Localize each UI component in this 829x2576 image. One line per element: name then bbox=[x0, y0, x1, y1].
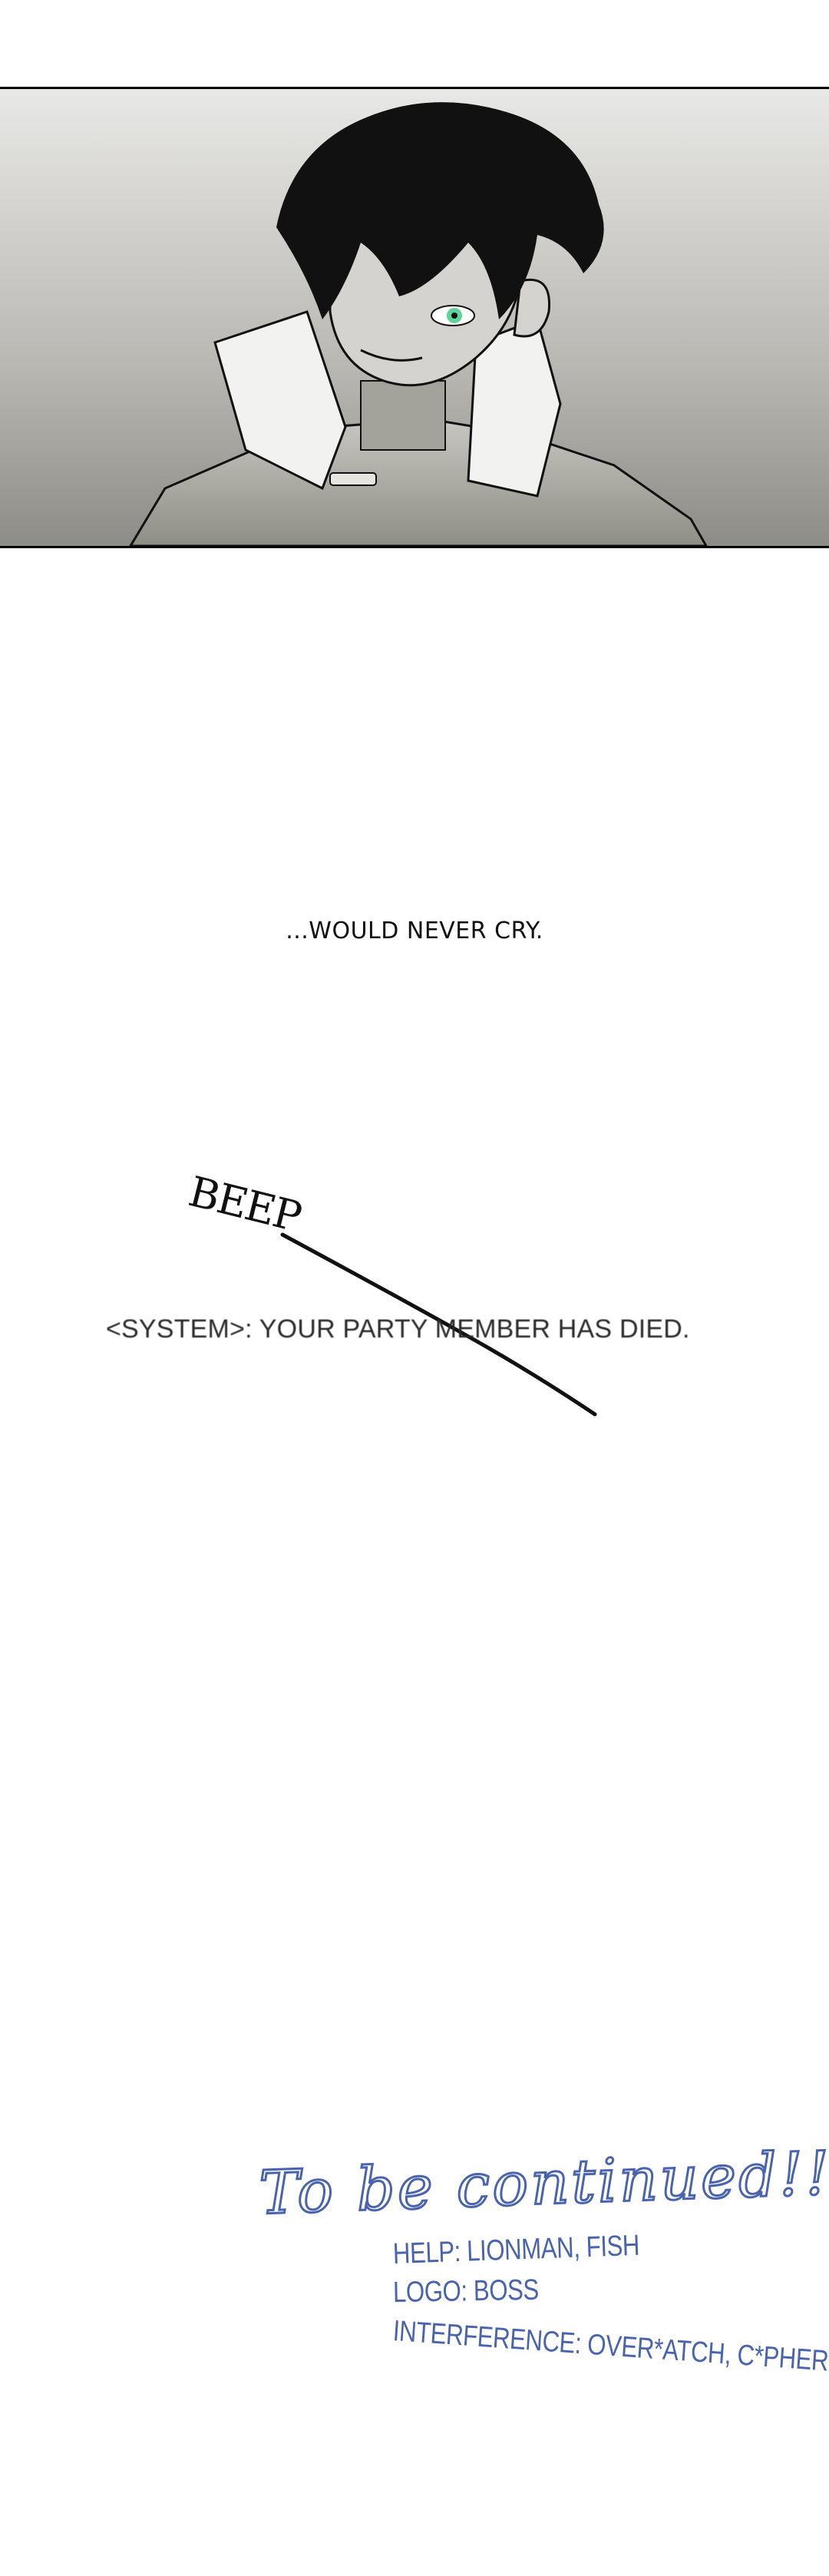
comic-panel bbox=[0, 87, 829, 548]
to-be-continued-title: To be continued!! bbox=[257, 2138, 829, 2229]
sfx-line bbox=[280, 1232, 597, 1417]
system-message: <SYSTEM>: YOUR PARTY MEMBER HAS DIED. bbox=[106, 1314, 690, 1344]
character-illustration bbox=[0, 89, 829, 546]
credit-logo: LOGO: BOSS bbox=[392, 2273, 540, 2309]
narration-caption: ...WOULD NEVER CRY. bbox=[286, 918, 543, 944]
credit-help: HELP: LIONMAN, FISH bbox=[392, 2229, 640, 2270]
credit-interference: INTERFERENCE: OVER*ATCH, C*PHERS bbox=[391, 2315, 829, 2379]
